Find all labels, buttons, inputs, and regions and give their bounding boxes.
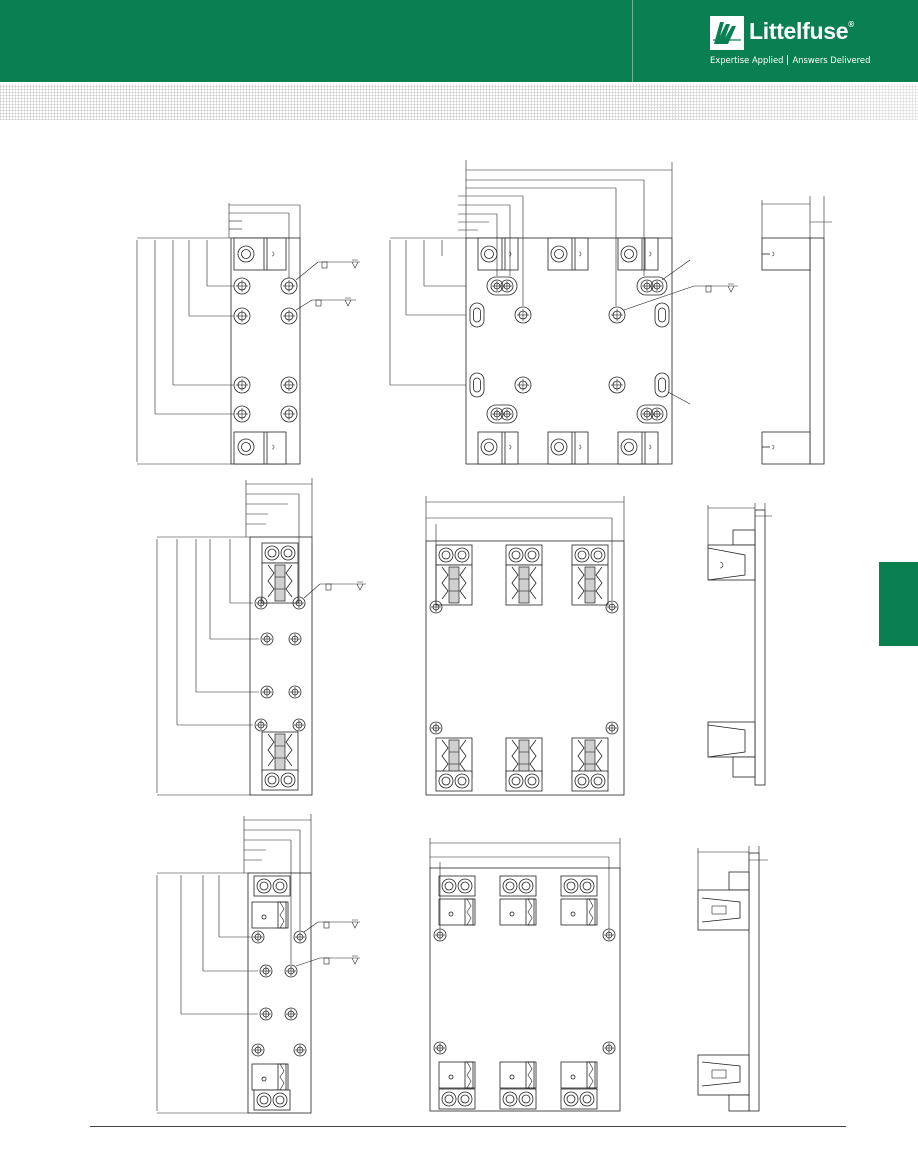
brand-logo: Littelfuse® Expertise Applied Answers Del… [710, 16, 870, 68]
littelfuse-lightning-logo-icon [710, 16, 744, 50]
row3-front-view [429, 838, 621, 1112]
row2-left-view [156, 478, 366, 796]
footer-rule [90, 1126, 846, 1127]
section-tab [879, 562, 918, 646]
decorative-dot-band [0, 84, 918, 120]
header-divider [632, 0, 633, 82]
brand-tagline: Expertise Applied Answers Delivered [710, 55, 870, 65]
row1-left-view [136, 203, 360, 465]
row2-right-view [707, 503, 772, 786]
row2-front-view [425, 496, 625, 796]
page-header [0, 0, 918, 82]
row3-right-view [697, 846, 768, 1112]
brand-name: Littelfuse® [749, 18, 854, 44]
tagline-left: Expertise Applied [710, 55, 784, 65]
decorative-band-fade [0, 84, 918, 120]
row3-left-view [156, 814, 360, 1114]
tagline-separator [787, 55, 789, 65]
row1-front-view [389, 160, 738, 465]
row1-right-view [761, 196, 832, 465]
tagline-right: Answers Delivered [792, 55, 871, 65]
